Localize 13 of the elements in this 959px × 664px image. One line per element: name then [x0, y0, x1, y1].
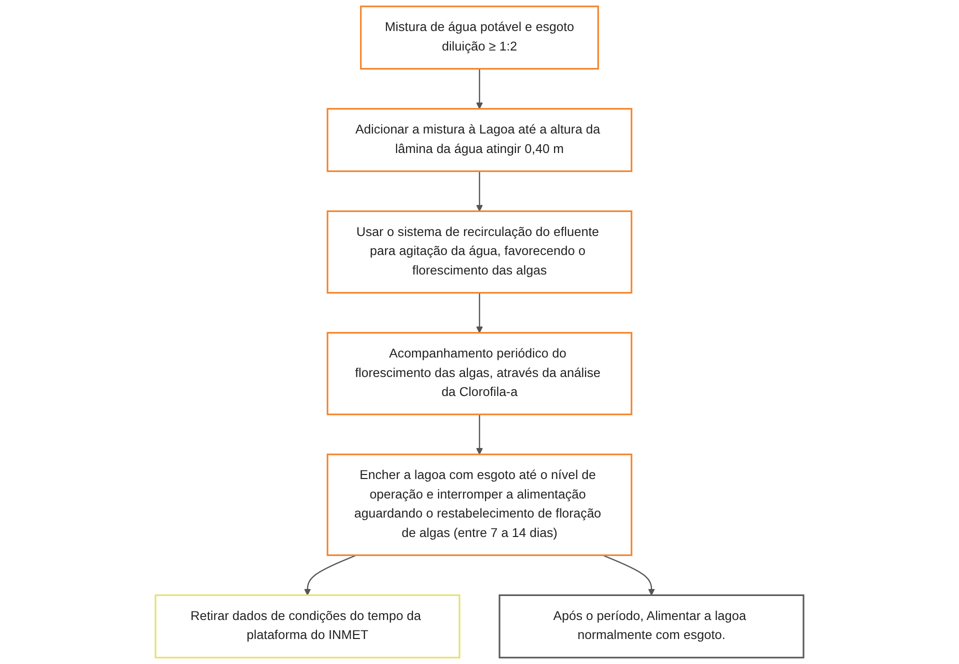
node-box: Retirar dados de condições do tempo da plataforma do INMET [154, 594, 460, 658]
node-box: Adicionar a mistura à Lagoa até a altura da lâmina da água atingir 0,40 m [326, 108, 632, 172]
node-box: Acompanhamento periódico do florescimento das algas, através da análise da Clorofila-a [326, 332, 632, 416]
arrow [476, 171, 484, 212]
arrow [602, 554, 656, 596]
arrow [476, 292, 484, 334]
arrow [476, 414, 484, 455]
node-box: Mistura de água potável e esgoto diluição ≥ 1:2 [360, 6, 599, 70]
arrow [304, 554, 357, 596]
node-box: Após o período, Alimentar a lagoa normalmente com esgoto. [498, 594, 804, 658]
node-box: Usar o sistema de recirculação do efluente para agitação da água, favorecendo o florescimento das algas [326, 210, 632, 294]
node-box: Encher a lagoa com esgoto até o nível de operação e interromper a alimentação aguardando o restabelecimento de floração de algas (entre 7 a 14 dias) [326, 454, 632, 556]
arrow [476, 68, 484, 110]
